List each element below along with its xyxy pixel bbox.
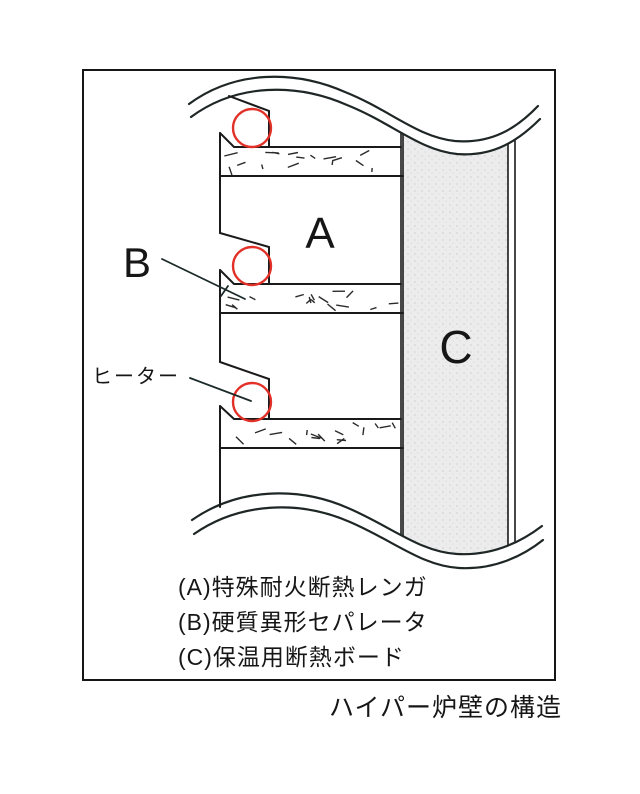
speckle-dash bbox=[323, 156, 337, 160]
speckle-dash bbox=[308, 296, 312, 304]
speckle-dash bbox=[287, 151, 299, 156]
speckle-dash bbox=[225, 304, 236, 309]
speckle-dash bbox=[346, 290, 354, 299]
speckle-dash bbox=[236, 161, 246, 167]
speckle-dash bbox=[336, 304, 350, 308]
speckle-dash bbox=[374, 423, 379, 429]
speckle-dash bbox=[224, 152, 238, 157]
speckle-dash bbox=[305, 429, 308, 436]
speckle-dash bbox=[261, 164, 264, 170]
separator-leader-tick bbox=[220, 285, 229, 297]
brick-outline bbox=[219, 95, 404, 508]
separator-texture bbox=[224, 149, 399, 445]
heater-circles bbox=[231, 107, 273, 423]
separator-leader-line bbox=[161, 258, 246, 300]
speckle-dash bbox=[331, 159, 334, 166]
legend: (A)特殊耐火断熱レンガ (B)硬質異形セパレータ (C)保温用断熱ボード bbox=[178, 570, 428, 675]
speckle-dash bbox=[269, 431, 283, 436]
speckle-dash bbox=[235, 436, 245, 445]
speckle-dash bbox=[295, 293, 304, 298]
speckle-dash bbox=[288, 437, 297, 445]
speckle-dash bbox=[310, 433, 322, 439]
bottom-break-mask bbox=[192, 493, 542, 604]
bottom-break-wave-upper bbox=[190, 492, 544, 556]
top-break-wave-upper bbox=[187, 75, 540, 143]
speckle-dash bbox=[310, 294, 316, 301]
legend-item-b: (B)硬質異形セパレータ bbox=[178, 609, 428, 635]
legend-item-a: (A)特殊耐火断熱レンガ bbox=[178, 574, 428, 600]
heater-circle-middle bbox=[231, 245, 273, 287]
speckle-dash bbox=[272, 151, 280, 155]
speckle-dash bbox=[327, 303, 337, 312]
speckle-dash bbox=[318, 296, 329, 304]
heater-circle-bottom bbox=[231, 381, 273, 423]
bottom-break-wave-lower bbox=[192, 506, 545, 570]
speckle-dash bbox=[296, 156, 305, 159]
speckle-dash bbox=[352, 422, 360, 427]
speckle-dash bbox=[370, 306, 377, 311]
label-separator-B: B bbox=[123, 239, 151, 286]
speckle-dash bbox=[249, 295, 256, 301]
speckle-dash bbox=[362, 427, 365, 436]
legend-item-c: (C)保温用断熱ボード bbox=[178, 644, 405, 670]
speckle-dash bbox=[228, 166, 233, 176]
speckle-dash bbox=[287, 162, 300, 169]
speckle-dash bbox=[379, 425, 391, 429]
label-brick-A: A bbox=[305, 209, 335, 258]
speckle-dash bbox=[310, 154, 316, 159]
top-break-wave-lower bbox=[189, 88, 542, 156]
speckle-dash bbox=[333, 157, 343, 162]
speckle-dash bbox=[311, 436, 321, 440]
speckle-dash bbox=[310, 298, 316, 304]
speckle-dash bbox=[391, 422, 396, 429]
speckle-dash bbox=[336, 437, 345, 445]
insulation-board bbox=[402, 109, 509, 571]
heater-leader-line bbox=[189, 377, 252, 402]
figure-caption: ハイパー炉壁の構造 bbox=[328, 694, 562, 722]
label-board-C: C bbox=[439, 321, 472, 373]
speckle-dash bbox=[388, 302, 399, 305]
speckle-dash bbox=[254, 428, 267, 434]
speckle-dash bbox=[334, 430, 344, 436]
speckle-dash bbox=[359, 149, 370, 157]
speckle-dash bbox=[355, 159, 364, 167]
top-break-mask bbox=[191, 74, 540, 155]
label-heater: ヒーター bbox=[92, 365, 180, 388]
heater-circle-top bbox=[231, 107, 273, 149]
speckle-dash bbox=[227, 296, 240, 301]
